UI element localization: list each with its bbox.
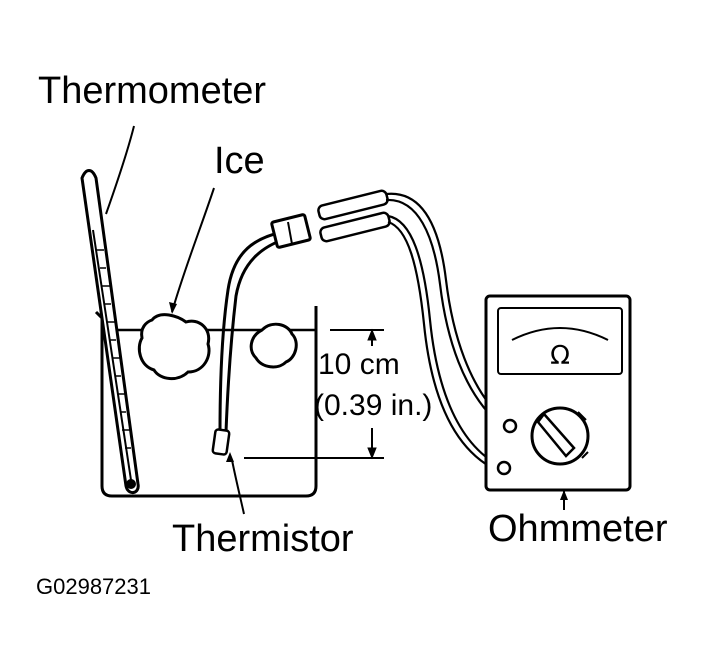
ice-cube-icon [137, 313, 298, 380]
thermistor-label: Thermistor [172, 518, 354, 560]
ice-label: Ice [214, 140, 265, 182]
depth-imperial-label: (0.39 in.) [314, 389, 433, 422]
thermistor-probe-icon [211, 189, 391, 456]
depth-metric-label: 10 cm [318, 348, 400, 381]
thermometer-icon [80, 169, 140, 494]
figure-code: G02987231 [36, 574, 151, 599]
meter-unit-symbol: Ω [550, 341, 570, 371]
selector-dial-icon [530, 406, 590, 466]
depth-dimension [244, 328, 384, 460]
ohmmeter-icon [484, 294, 632, 492]
thermometer-label: Thermometer [38, 70, 267, 112]
ohmmeter-label: Ohmmeter [488, 508, 668, 550]
